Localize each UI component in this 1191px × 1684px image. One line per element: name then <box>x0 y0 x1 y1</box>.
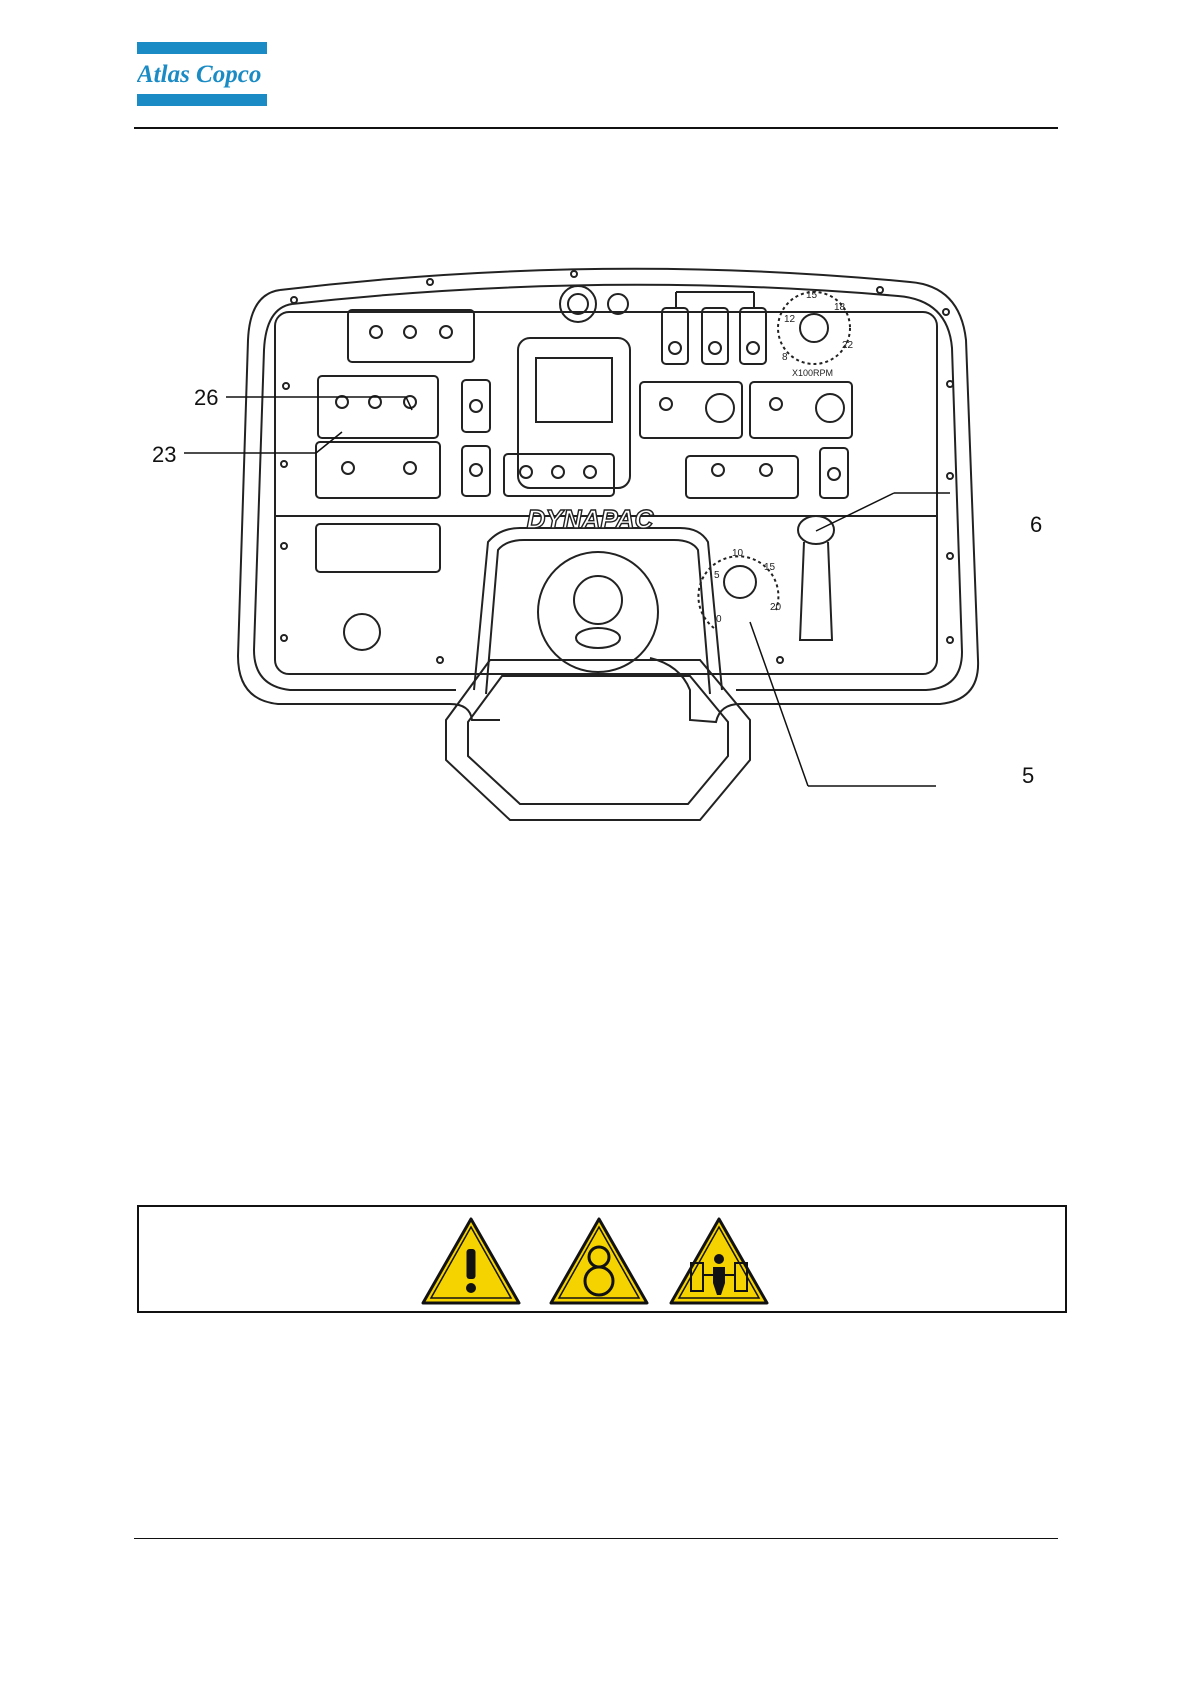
warning-signs <box>421 1215 781 1307</box>
svg-text:5: 5 <box>714 570 720 581</box>
svg-text:15: 15 <box>764 562 776 573</box>
callout-5: 5 <box>1022 763 1034 789</box>
rotating-parts-warning-icon <box>551 1219 647 1303</box>
svg-text:15: 15 <box>806 290 818 301</box>
logo-text: Atlas Copco <box>137 61 261 88</box>
callout-6: 6 <box>1030 512 1042 538</box>
svg-text:8: 8 <box>782 352 788 363</box>
svg-text:10: 10 <box>732 548 744 559</box>
warning-box <box>137 1205 1067 1313</box>
svg-text:12: 12 <box>784 314 796 325</box>
svg-text:20: 20 <box>770 602 782 613</box>
svg-text:X100RPM: X100RPM <box>792 368 833 378</box>
svg-text:22: 22 <box>842 340 854 351</box>
control-panel-figure: DYNAPAC 8 12 15 18 22 X100RPM 0 5 10 15 … <box>180 260 1060 830</box>
panel-brand: DYNAPAC <box>527 504 655 534</box>
svg-text:18: 18 <box>834 302 846 313</box>
callout-23: 23 <box>152 442 176 468</box>
header-rule <box>134 127 1058 129</box>
callout-26: 26 <box>194 385 218 411</box>
atlas-copco-logo: Atlas Copco <box>137 42 267 106</box>
svg-text:0: 0 <box>716 614 722 625</box>
footer-rule <box>134 1538 1058 1539</box>
general-warning-icon <box>423 1219 519 1303</box>
crush-hazard-warning-icon <box>671 1219 767 1303</box>
